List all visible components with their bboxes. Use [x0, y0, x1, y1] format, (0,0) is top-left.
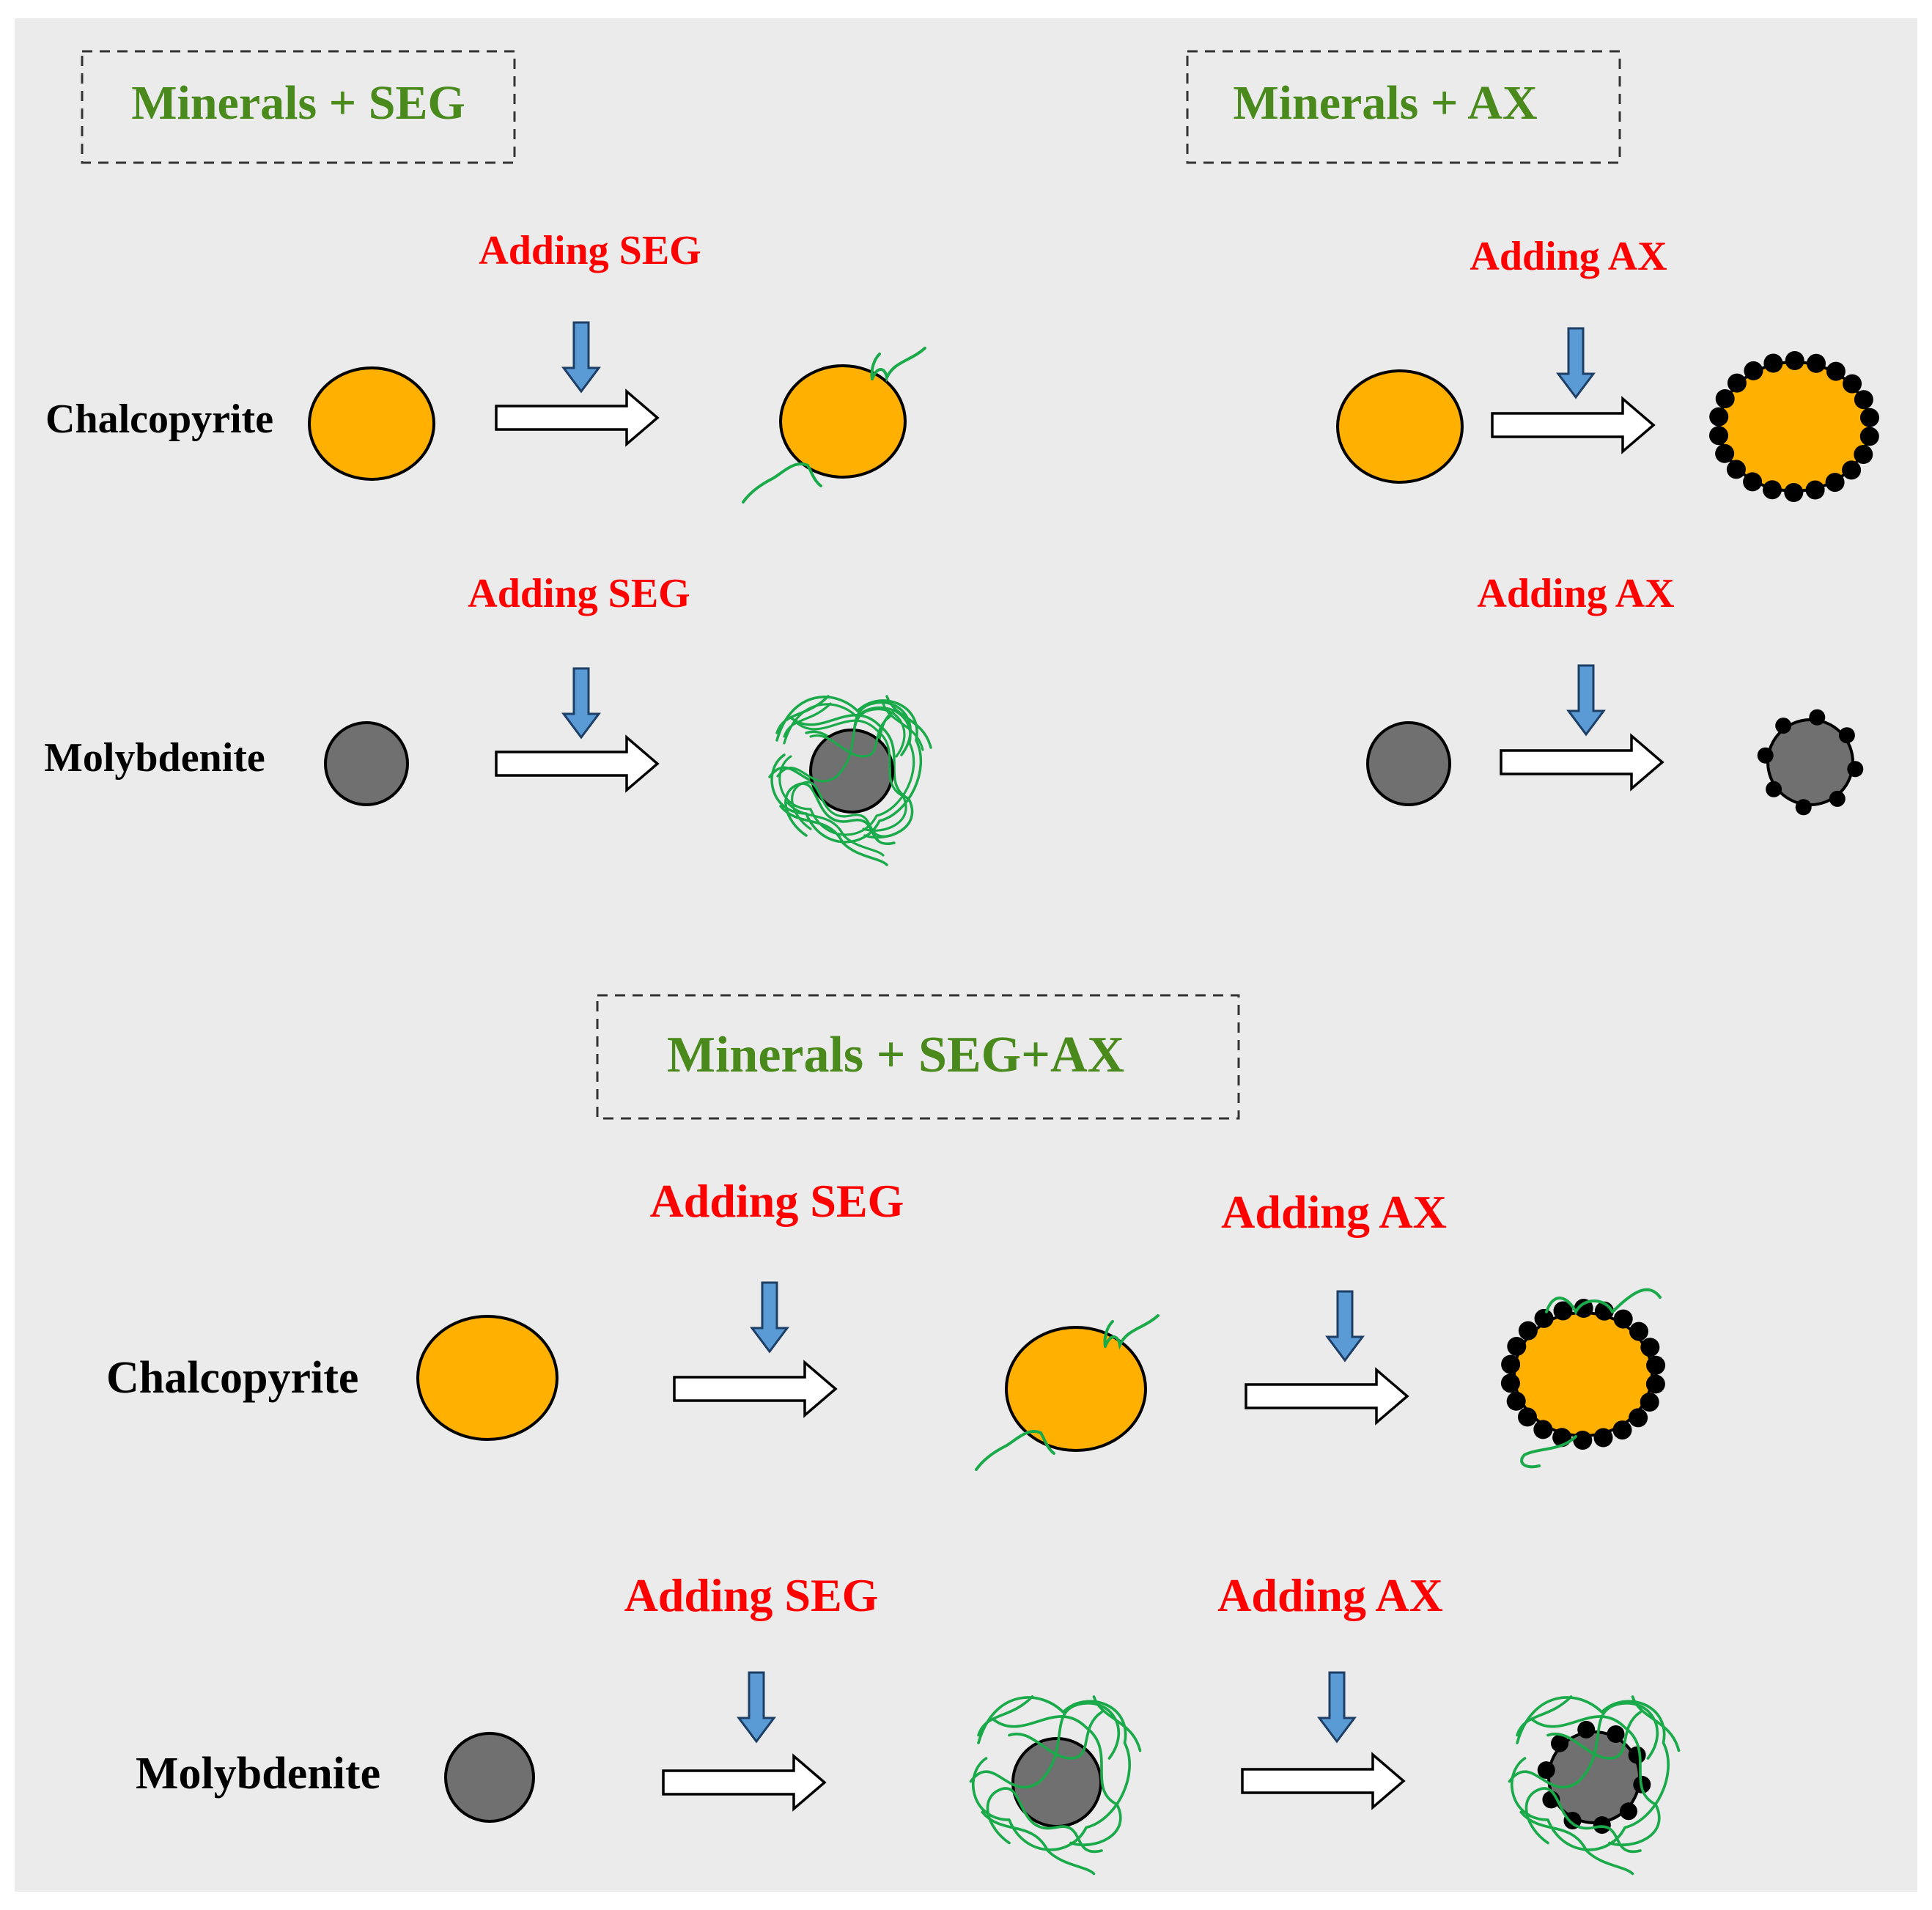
background: [15, 18, 1917, 1892]
panel-ax-box: [1186, 50, 1621, 164]
chalcopyrite-particle: [779, 364, 907, 479]
black-dot-icon: [1518, 1407, 1537, 1427]
chalcopyrite-particle: [1336, 369, 1464, 484]
black-dot-icon: [1757, 747, 1774, 764]
black-dot-icon: [1854, 390, 1873, 410]
label-adding-ax: Adding AX: [1221, 1186, 1447, 1238]
molybdenite-particle: [1366, 721, 1451, 806]
panel-both-box: [596, 994, 1240, 1120]
black-dot-icon: [1847, 761, 1864, 778]
black-dot-icon: [1715, 443, 1735, 463]
black-dot-icon: [1775, 718, 1792, 734]
black-dot-icon: [1785, 351, 1804, 370]
black-dot-icon: [1645, 1374, 1665, 1394]
black-dot-icon: [1709, 426, 1728, 446]
black-dot-icon: [1501, 1354, 1521, 1374]
black-dot-icon: [1859, 427, 1879, 446]
label-molybdenite: Molybdenite: [136, 1749, 380, 1799]
black-dot-icon: [1533, 1420, 1553, 1439]
black-dot-icon: [1607, 1725, 1625, 1743]
black-dot-icon: [1829, 790, 1846, 807]
molybdenite-particle: [809, 729, 894, 814]
black-dot-icon: [1726, 460, 1746, 479]
black-dot-icon: [1574, 1299, 1593, 1318]
black-dot-icon: [1807, 353, 1826, 373]
label-adding-seg: Adding SEG: [468, 571, 690, 616]
panel-both-title: Minerals + SEG+AX: [667, 1027, 1124, 1083]
label-chalcopyrite: Chalcopyrite: [106, 1353, 358, 1403]
black-dot-icon: [1795, 799, 1812, 816]
label-adding-ax: Adding AX: [1217, 1569, 1443, 1621]
black-dot-icon: [1843, 374, 1862, 394]
ax-coated-chalcopyrite: [1709, 351, 1879, 502]
black-dot-icon: [1763, 480, 1782, 500]
black-dot-icon: [1628, 1746, 1646, 1764]
black-dot-icon: [1709, 407, 1729, 427]
label-chalcopyrite: Chalcopyrite: [45, 397, 273, 442]
molybdenite-particle: [324, 721, 409, 806]
ax-coated-molybdenite: [1757, 709, 1864, 816]
black-dot-icon: [1620, 1802, 1637, 1821]
black-dot-icon: [1612, 1420, 1632, 1440]
black-dot-icon: [1551, 1734, 1568, 1752]
chalcopyrite-particle: [308, 366, 435, 481]
black-dot-icon: [1784, 483, 1804, 502]
black-dot-icon: [1518, 1321, 1538, 1341]
black-dot-icon: [1744, 361, 1763, 380]
label-adding-seg: Adding SEG: [650, 1175, 904, 1227]
black-dot-icon: [1842, 460, 1862, 480]
label-adding-seg: Adding SEG: [479, 228, 701, 273]
black-dot-icon: [1613, 1309, 1633, 1329]
black-dot-icon: [1766, 781, 1782, 797]
black-dot-icon: [1629, 1408, 1648, 1428]
black-dot-icon: [1860, 408, 1879, 427]
black-dot-icon: [1640, 1338, 1660, 1357]
black-dot-icon: [1826, 361, 1846, 381]
label-adding-ax: Adding AX: [1477, 571, 1674, 616]
black-dot-icon: [1553, 1301, 1573, 1321]
black-dot-icon: [1743, 472, 1763, 492]
black-dot-icon: [1629, 1321, 1648, 1341]
chalcopyrite-particle: [416, 1315, 558, 1441]
black-dot-icon: [1593, 1816, 1611, 1835]
black-dot-icon: [1646, 1355, 1666, 1375]
black-dot-icon: [1577, 1720, 1596, 1738]
black-dot-icon: [1573, 1431, 1593, 1450]
panel-seg-box: [81, 50, 516, 164]
label-molybdenite: Molybdenite: [44, 735, 265, 781]
black-dot-icon: [1809, 709, 1826, 726]
black-dot-icon: [1537, 1761, 1555, 1780]
black-dot-icon: [1534, 1308, 1554, 1328]
black-dot-icon: [1838, 727, 1855, 744]
black-dot-icon: [1805, 480, 1825, 500]
black-dot-icon: [1640, 1393, 1659, 1412]
black-dot-icon: [1727, 373, 1747, 393]
black-dot-icon: [1825, 473, 1845, 493]
black-dot-icon: [1854, 445, 1873, 464]
panel-seg-title: Minerals + SEG: [131, 76, 465, 130]
black-dot-icon: [1593, 1428, 1613, 1448]
black-dot-icon: [1507, 1337, 1527, 1356]
black-dot-icon: [1500, 1373, 1520, 1393]
label-adding-seg: Adding SEG: [624, 1569, 879, 1621]
seg-ax-coated-chalcopyrite: [1500, 1288, 1666, 1469]
label-adding-ax: Adding AX: [1470, 234, 1667, 279]
black-dot-icon: [1506, 1391, 1526, 1411]
panel-ax-title: Minerals + AX: [1233, 76, 1537, 130]
chalcopyrite-particle: [1005, 1326, 1147, 1452]
black-dot-icon: [1763, 353, 1783, 373]
seg-ax-coated-molybdenite: [1508, 1695, 1681, 1876]
molybdenite-particle: [444, 1732, 535, 1823]
black-dot-icon: [1715, 389, 1735, 408]
